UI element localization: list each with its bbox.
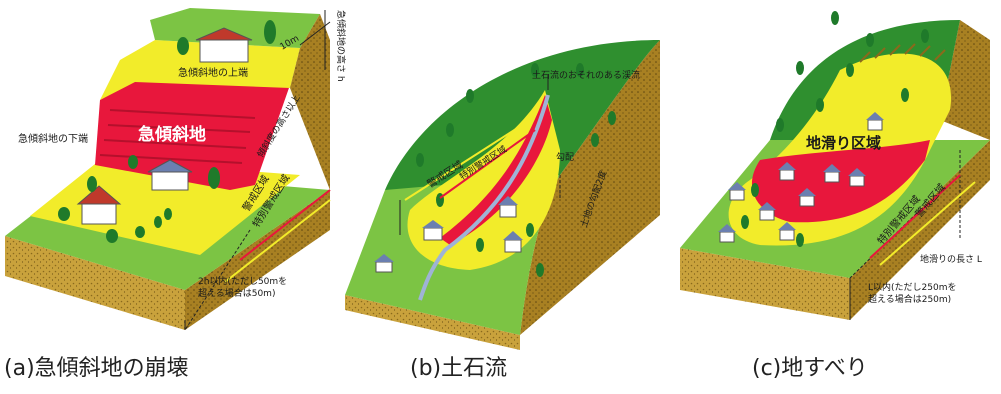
panel-b-label-stream: 土石流のおそれのある渓流 xyxy=(532,69,640,81)
panel-a-house-low xyxy=(76,185,122,225)
panel-c-label-L-2: 超える場合は250m) xyxy=(868,293,951,305)
panel-b-red-channel xyxy=(440,95,552,245)
panel-a-soil-side xyxy=(185,190,330,330)
panel-b-soil-front xyxy=(345,295,520,350)
panel-a-upper-yellow xyxy=(100,40,300,100)
panel-b-soil-side xyxy=(520,40,660,335)
panel-c-houses xyxy=(718,112,884,243)
caption-a: (a)急傾斜地の崩壊 xyxy=(4,356,189,381)
panel-c-soil-front xyxy=(680,248,850,320)
panel-c-label-L-1: L以内(ただし250mを xyxy=(868,281,956,293)
panel-b-yellow-fan xyxy=(407,90,560,270)
panel-c-red-zone xyxy=(751,140,930,223)
panel-b-guide-lines xyxy=(399,75,561,235)
panel-b-mountain xyxy=(385,40,660,200)
panel-a-slope-collapse: 急傾斜地の高さ h 10m 急傾斜地の上端 急傾斜地の下端 急傾斜地 傾斜度の高… xyxy=(5,8,347,331)
panel-b-label-gradient: 勾配 xyxy=(556,151,574,163)
panel-a-upper-ground xyxy=(150,8,320,48)
panel-c-landslide: 地滑り区域 特別警戒区域 警戒区域 地滑りの長さ L L以内(ただし250mを … xyxy=(680,11,990,320)
panel-a-label-height: 急傾斜地の高さ h xyxy=(335,10,347,82)
panel-a-house-mid xyxy=(147,159,193,191)
panel-b-debris-flow: 土石流のおそれのある渓流 警戒区域 特別警戒区域 勾配 土地の勾配2度 xyxy=(345,40,660,350)
panel-c-scarp xyxy=(859,43,946,63)
panel-c-mountain-side xyxy=(940,20,990,140)
panel-a-label-2h-1: 2h以内(ただし50mを xyxy=(198,275,287,287)
panel-a-label-top: 急傾斜地の上端 xyxy=(178,66,248,79)
panel-b-houses xyxy=(374,196,523,273)
panel-c-guide-lines xyxy=(849,150,976,320)
panel-a-slope-hatching xyxy=(99,109,256,164)
panel-a-label-2h-2: 超える場合は50m) xyxy=(198,287,275,299)
panel-a-soil-front xyxy=(5,236,185,330)
panel-b-stream xyxy=(418,94,550,301)
panel-c-trees xyxy=(741,11,929,247)
caption-b: (b)土石流 xyxy=(410,356,508,381)
panel-a-dimension-lines xyxy=(184,10,331,331)
panel-c-label-length: 地滑りの長さ L xyxy=(920,253,982,265)
panel-a-label-slope: 急傾斜地 xyxy=(138,124,206,145)
panel-a-trees xyxy=(58,20,276,243)
panel-a-label-bottom: 急傾斜地の下端 xyxy=(18,132,88,145)
caption-c: (c)地すべり xyxy=(752,356,868,381)
panel-a-house-top xyxy=(195,27,253,63)
panel-c-label-area: 地滑り区域 xyxy=(806,134,881,152)
panel-a-upper-soil xyxy=(290,14,330,190)
